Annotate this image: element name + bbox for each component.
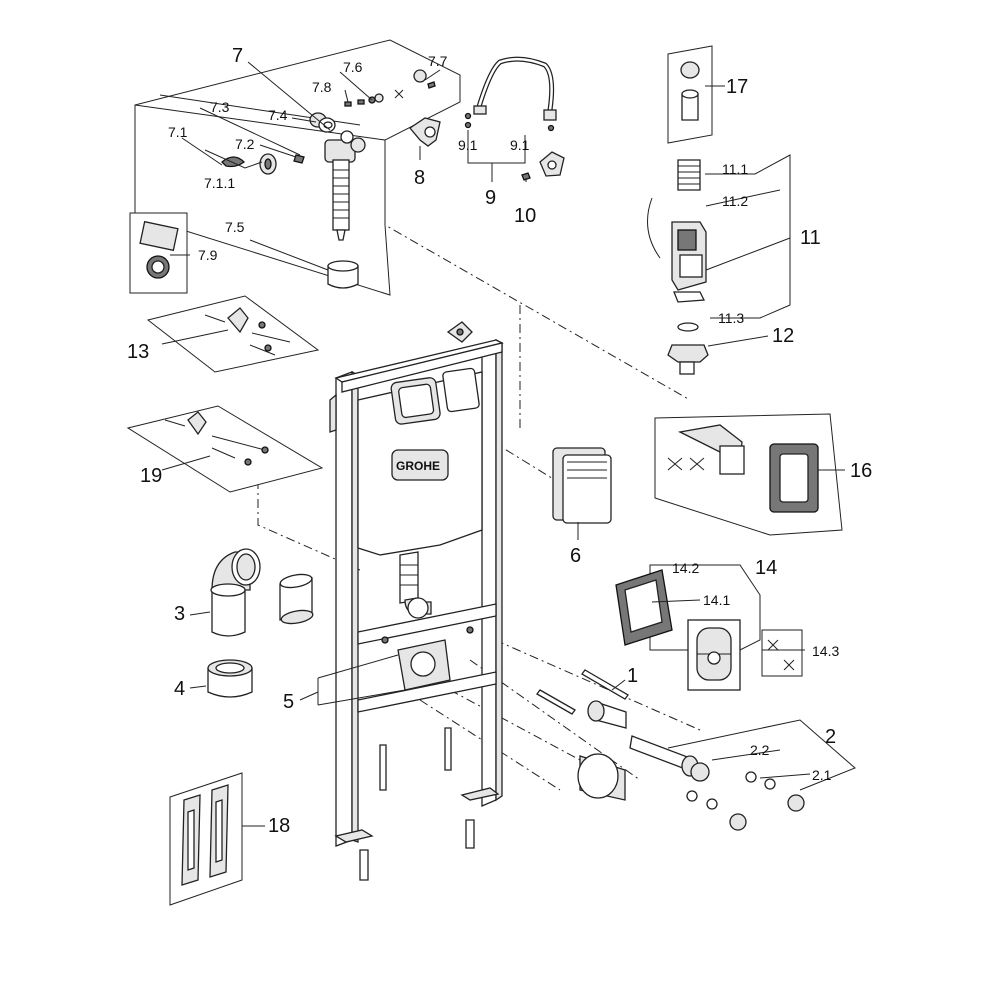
label-8: 8: [414, 167, 425, 189]
label-12: 12: [772, 325, 794, 347]
label-11-1: 11.1: [722, 161, 748, 177]
inspection-frame-6: 6: [552, 447, 612, 567]
label-11-3: 11.3: [718, 310, 744, 326]
label-9-1-left: 9.1: [458, 137, 478, 153]
label-11-2: 11.2: [722, 193, 748, 209]
label-7-1: 7.1: [168, 124, 188, 140]
label-14-1: 14.1: [703, 592, 730, 608]
label-17: 17: [726, 76, 748, 98]
filter-pack: [129, 212, 188, 294]
label-7-2: 7.2: [235, 136, 255, 152]
label-5: 5: [283, 691, 294, 713]
label-3: 3: [174, 603, 185, 625]
label-7-6: 7.6: [343, 59, 363, 75]
label-7-5: 7.5: [225, 219, 245, 235]
reducer-4: 4: [174, 659, 253, 700]
label-13: 13: [127, 341, 149, 363]
part-16-group: 16: [654, 413, 872, 536]
bracket-pair-18: 18: [169, 772, 290, 906]
label-7-4: 7.4: [268, 107, 288, 123]
label-7-3: 7.3: [210, 99, 230, 115]
flex-hose: [475, 56, 555, 111]
label-18: 18: [268, 815, 290, 837]
inlet-valve-group: 7 7.1 7.1.1 7.2 7.3 7.4 7.5 7.6 7.7 7.8 …: [129, 39, 461, 296]
part-5-callout: 5: [283, 654, 406, 713]
label-14: 14: [755, 557, 777, 579]
label-7-9: 7.9: [198, 247, 218, 263]
flush-plate-group-14: 14.2 14.1 14 14.3: [615, 557, 839, 691]
label-9-1-right: 9.1: [510, 137, 530, 153]
label-7-1-1: 7.1.1: [204, 175, 235, 191]
flush-seal: [667, 344, 709, 363]
flush-valve-group: 11.1 11.2 11.3 11 12: [647, 154, 821, 375]
drain-bend-3: 3: [174, 548, 314, 637]
label-11: 11: [800, 227, 821, 249]
label-4: 4: [174, 678, 185, 700]
label-1: 1: [627, 665, 638, 687]
label-7-8: 7.8: [312, 79, 332, 95]
connection-set-1-2: 1 2 2.2 2.1: [536, 665, 856, 831]
installation-frame: GROHE: [329, 321, 504, 881]
brand-plate-text: GROHE: [396, 459, 440, 473]
label-7-7: 7.7: [428, 53, 448, 69]
label-6: 6: [570, 545, 581, 567]
label-14-2: 14.2: [672, 560, 699, 576]
bracket-kit-13: 13: [127, 295, 320, 373]
label-14-3: 14.3: [812, 643, 839, 659]
label-19: 19: [140, 465, 162, 487]
stop-valve-hose-group: 8 9.1 9.1 9 10: [409, 56, 565, 227]
label-7: 7: [232, 45, 243, 67]
inlet-valve-body: [324, 130, 366, 241]
label-10: 10: [514, 205, 536, 227]
part-17-group: 17: [667, 45, 748, 144]
label-2: 2: [825, 726, 836, 748]
bracket-kit-19: 19: [126, 405, 324, 493]
label-16: 16: [850, 460, 872, 482]
strainer-cup: [327, 265, 359, 289]
label-2-1: 2.1: [812, 767, 832, 783]
label-9: 9: [485, 187, 496, 209]
label-2-2: 2.2: [750, 742, 770, 758]
